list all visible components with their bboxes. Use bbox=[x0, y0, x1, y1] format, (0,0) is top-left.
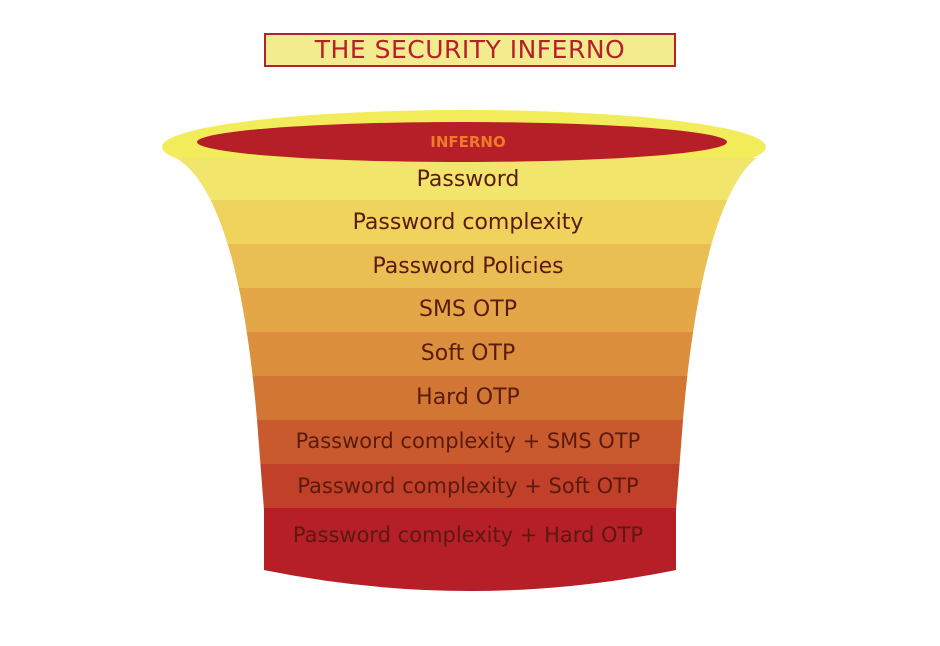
funnel-band-label-2: Password complexity bbox=[353, 210, 584, 235]
funnel-band-5 bbox=[163, 332, 766, 377]
funnel-bands bbox=[163, 158, 766, 590]
funnel-band-label-7: Password complexity + SMS OTP bbox=[296, 429, 641, 453]
funnel-band-7 bbox=[163, 420, 766, 465]
funnel-band-label-9: Password complexity + Hard OTP bbox=[293, 523, 643, 547]
funnel-band-6 bbox=[163, 376, 766, 421]
funnel-band-4 bbox=[163, 288, 766, 333]
funnel-band-label-6: Hard OTP bbox=[416, 385, 520, 410]
funnel-band-1 bbox=[163, 158, 766, 201]
funnel-opening bbox=[197, 122, 727, 162]
diagram-title: THE SECURITY INFERNO bbox=[264, 33, 676, 67]
funnel-band-8 bbox=[163, 464, 766, 509]
funnel-base bbox=[264, 560, 676, 591]
inferno-label: INFERNO bbox=[430, 133, 505, 151]
funnel-band-label-1: Password bbox=[417, 167, 520, 192]
funnel-band-label-5: Soft OTP bbox=[421, 341, 515, 366]
funnel-band-label-4: SMS OTP bbox=[419, 297, 517, 322]
funnel-band-2 bbox=[163, 200, 766, 245]
funnel-band-label-3: Password Policies bbox=[372, 254, 563, 279]
funnel-band-3 bbox=[163, 244, 766, 289]
funnel-band-label-8: Password complexity + Soft OTP bbox=[297, 474, 638, 498]
